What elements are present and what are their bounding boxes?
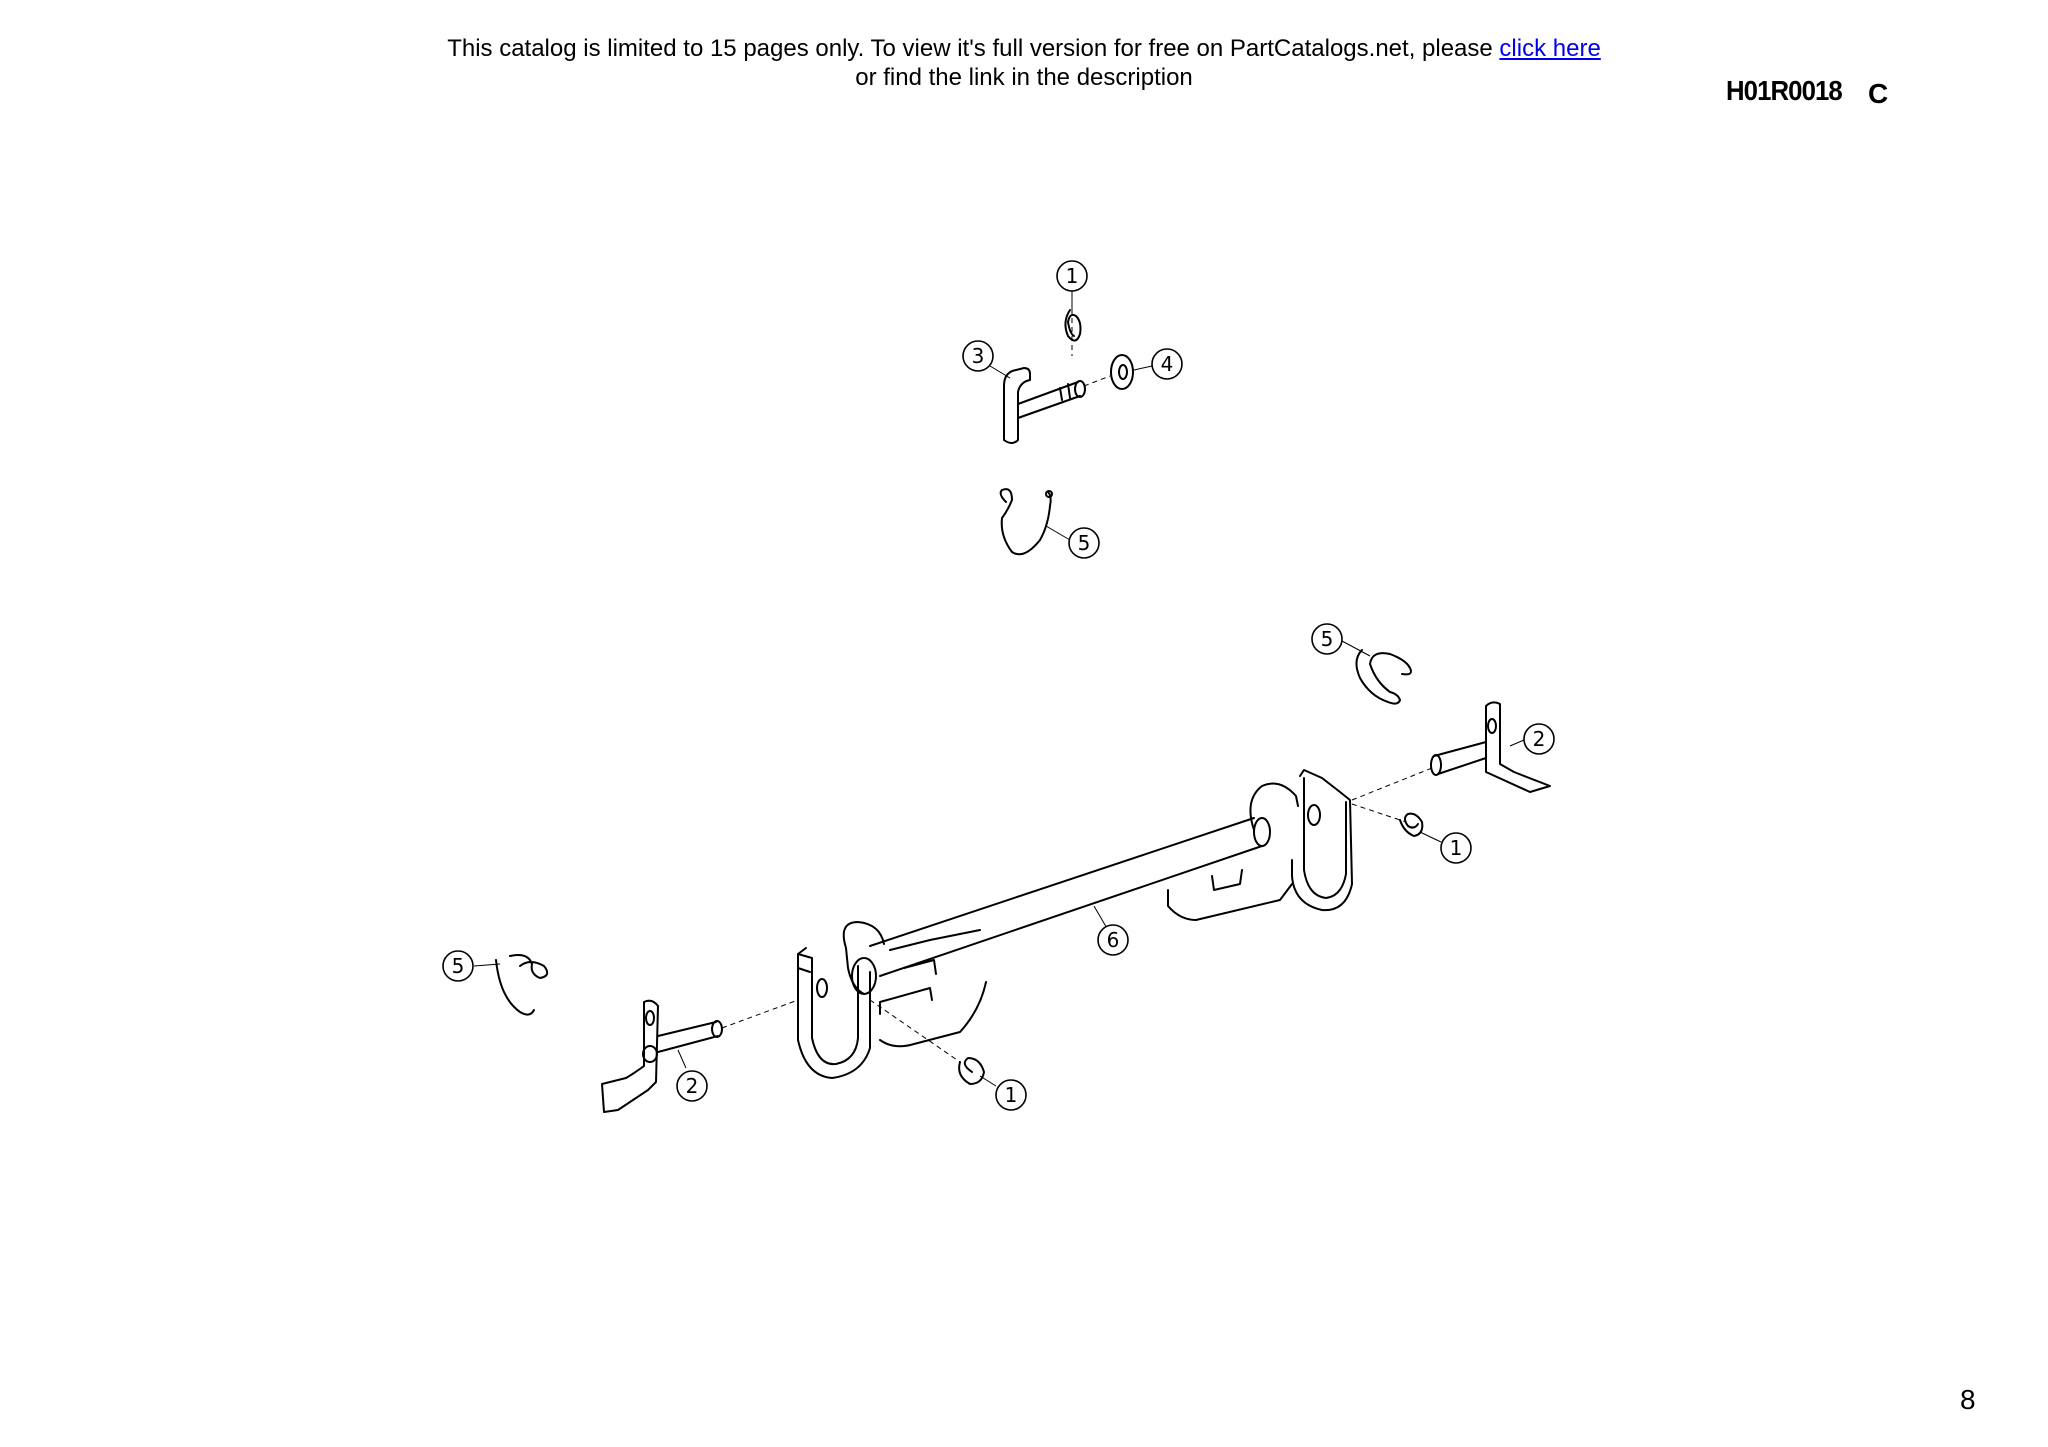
callout-1-right: 1 [1440, 832, 1472, 864]
lanyard-right-part [1355, 649, 1412, 705]
callout-5-right: 5 [1311, 623, 1343, 655]
callout-5-left: 5 [442, 950, 474, 982]
clip-right-part [1399, 812, 1424, 837]
lanyard-mid-part [999, 488, 1053, 556]
callout-label: 2 [686, 1074, 699, 1098]
washer-part [1110, 354, 1134, 390]
drawing-code: H01R0018 [1726, 75, 1843, 106]
drawing-revision: C [1868, 78, 1889, 109]
callout-label: 3 [972, 344, 985, 368]
catalog-limit-banner: This catalog is limited to 15 pages only… [0, 34, 2048, 92]
l-pin-part [1003, 367, 1086, 444]
callout-3: 3 [962, 340, 994, 372]
banner-line-1: This catalog is limited to 15 pages only… [0, 34, 2048, 63]
callout-label: 1 [1005, 1083, 1018, 1107]
callout-2-right: 2 [1523, 723, 1555, 755]
page-number: 8 [1960, 1384, 1976, 1415]
callout-label: 4 [1161, 352, 1174, 376]
assembly-lines [721, 300, 1433, 1063]
callout-5-mid: 5 [1068, 527, 1100, 559]
callout-label: 2 [1533, 727, 1546, 751]
click-here-link[interactable]: click here [1499, 35, 1601, 62]
banner-line-2: or find the link in the description [855, 64, 1193, 91]
banner-text: This catalog is limited to 15 pages only… [447, 35, 1500, 62]
callout-1-top: 1 [1056, 260, 1088, 292]
clip-bottom-part [958, 1057, 985, 1085]
leader-lines [473, 291, 1525, 1087]
hair-clip-top-part [1064, 309, 1082, 342]
shaft-assembly-part [797, 769, 1353, 1079]
callout-label: 1 [1450, 836, 1463, 860]
lanyard-left-part [495, 954, 549, 1016]
callout-1-bottom: 1 [995, 1079, 1027, 1111]
callout-label: 6 [1107, 928, 1120, 952]
callout-label: 5 [1321, 627, 1334, 651]
callout-4: 4 [1151, 348, 1183, 380]
pin-left-part [601, 999, 723, 1113]
callout-label: 1 [1066, 264, 1079, 288]
callout-6: 6 [1097, 924, 1129, 956]
pin-right-part [1430, 701, 1551, 793]
callout-label: 5 [1078, 531, 1091, 555]
callout-label: 5 [452, 954, 465, 978]
callout-2-left: 2 [676, 1070, 708, 1102]
